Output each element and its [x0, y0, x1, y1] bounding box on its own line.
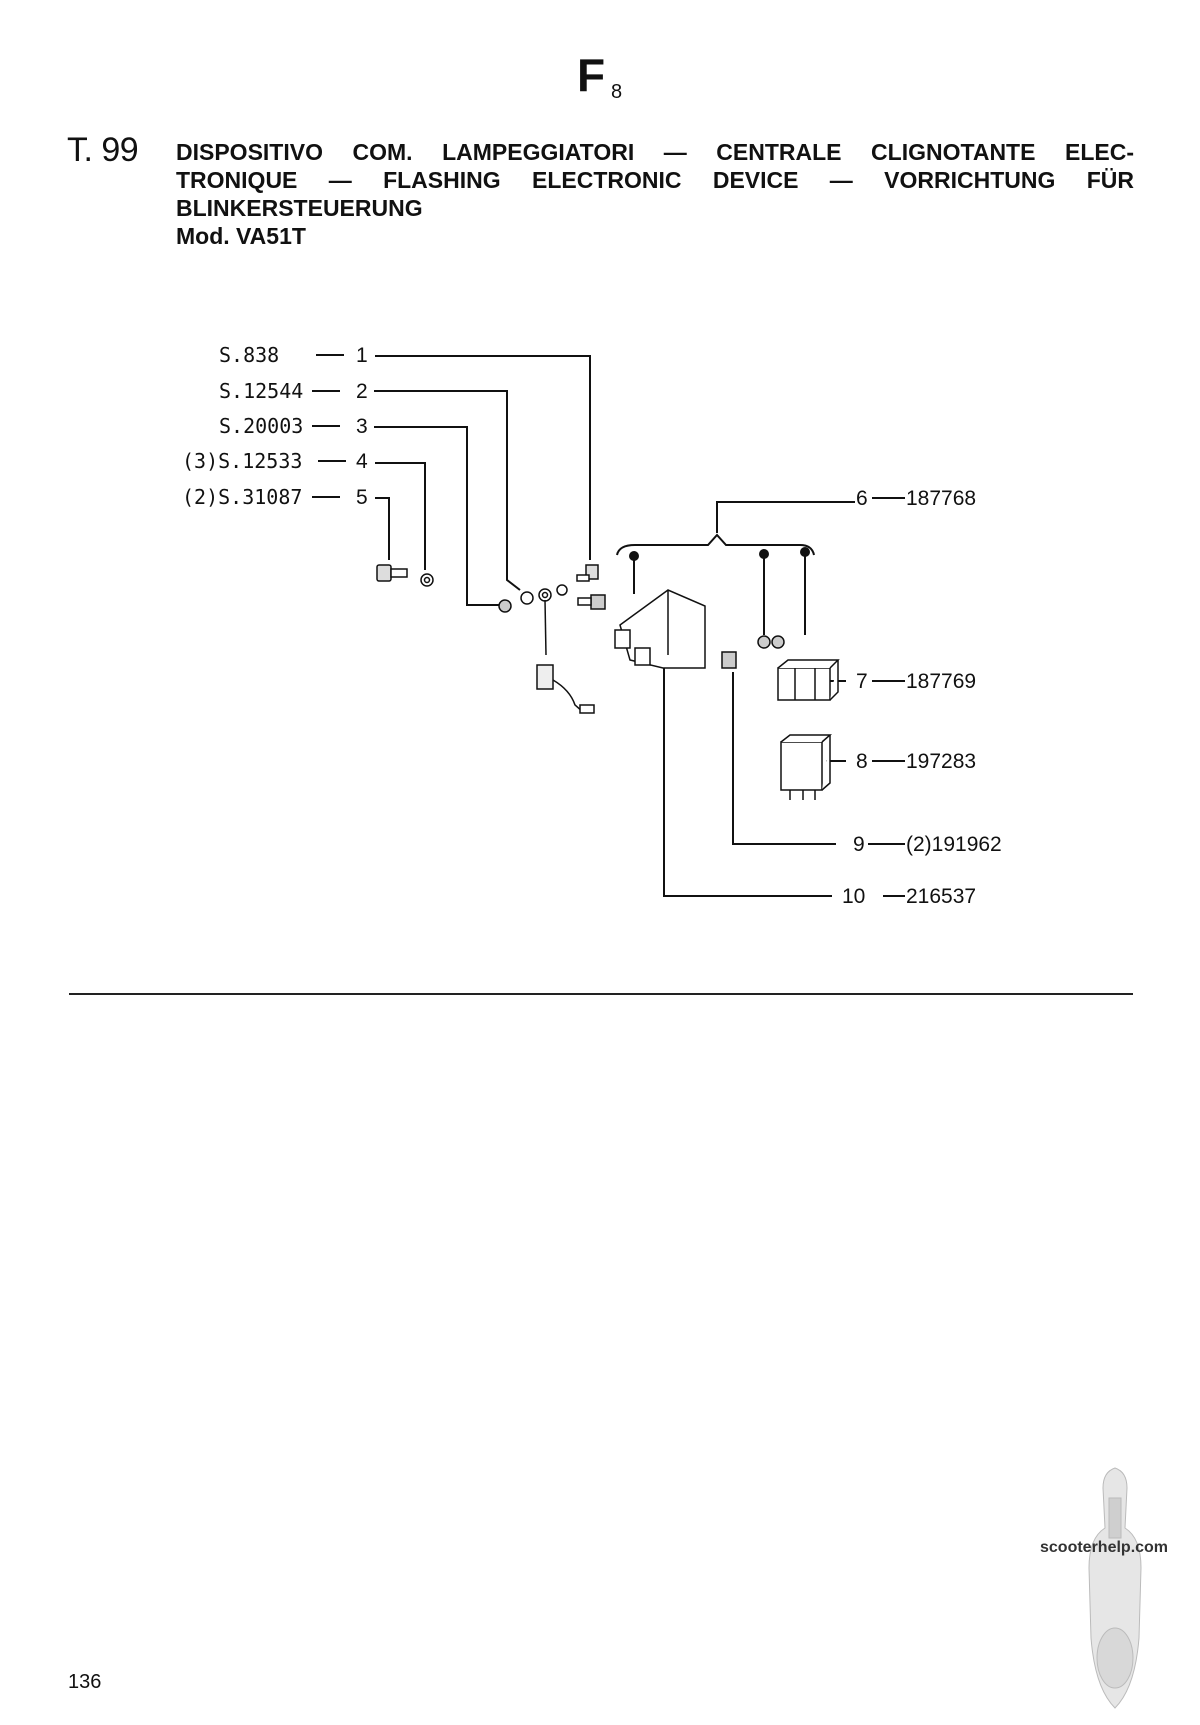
part-ref-label: 2 — [356, 380, 368, 403]
part-code-label: S.20003 — [219, 414, 303, 438]
section-divider — [69, 993, 1133, 995]
scooter-logo-icon — [1088, 1467, 1142, 1709]
part-ref-label: 3 — [356, 415, 368, 438]
page-title: DISPOSITIVO COM. LAMPEGGIATORI — CENTRAL… — [176, 138, 1134, 222]
part-ref-label: 4 — [356, 450, 368, 473]
part-code-label: 187769 — [906, 670, 976, 693]
model-label: Mod. VA51T — [176, 223, 306, 249]
part-ref-label: 10 — [842, 885, 865, 908]
part-ref-label: 8 — [856, 750, 868, 773]
watermark-text: scooterhelp.com — [1040, 1539, 1169, 1556]
part-code-label: 216537 — [906, 885, 976, 908]
part-ref-label: 5 — [356, 486, 368, 509]
part-ref-label: 6 — [856, 487, 868, 510]
washer-2-icon — [520, 591, 534, 605]
hardware-parts — [376, 564, 785, 669]
title-line-2: TRONIQUE — FLASHING ELECTRONIC DEVICE — … — [176, 167, 1134, 193]
title-line-1: DISPOSITIVO COM. LAMPEGGIATORI — CENTRAL… — [176, 139, 1134, 165]
flasher-relay-8-icon — [780, 734, 832, 800]
nut-3-icon — [498, 599, 512, 613]
part-ref-label: 9 — [853, 833, 865, 856]
bracket-dots — [629, 547, 810, 561]
spacer-9-icon — [721, 651, 737, 669]
part-code-label: S.12544 — [219, 379, 303, 403]
parts-diagram: S.838 1 S.12544 2 S.20003 3 (3)S.12533 4… — [182, 343, 1002, 908]
section-letter: F — [577, 49, 606, 101]
section-subscript: 8 — [611, 81, 623, 103]
screw-5-icon — [376, 564, 408, 582]
part-code-label: (2)191962 — [906, 833, 1002, 856]
leader-lines — [312, 354, 905, 897]
title-line-3: BLINKERSTEUERUNG — [176, 195, 423, 221]
bolt-icon — [577, 594, 606, 610]
holder-7-icon — [777, 659, 840, 701]
part-code-label: 197283 — [906, 750, 976, 773]
mounting-bracket-10-icon — [614, 589, 706, 669]
part-code-label: (2)S.31087 — [182, 485, 302, 509]
part-code-label: (3)S.12533 — [182, 449, 302, 473]
part-ref-label: 7 — [856, 670, 868, 693]
part-code-label: S.838 — [219, 343, 279, 367]
page-number: 136 — [68, 1671, 102, 1693]
screw-1-icon — [576, 564, 599, 582]
part-ref-label: 1 — [356, 344, 368, 367]
table-number: T. 99 — [67, 131, 139, 169]
wire-harness-icon — [536, 599, 595, 714]
part-code-label: 187768 — [906, 487, 976, 510]
